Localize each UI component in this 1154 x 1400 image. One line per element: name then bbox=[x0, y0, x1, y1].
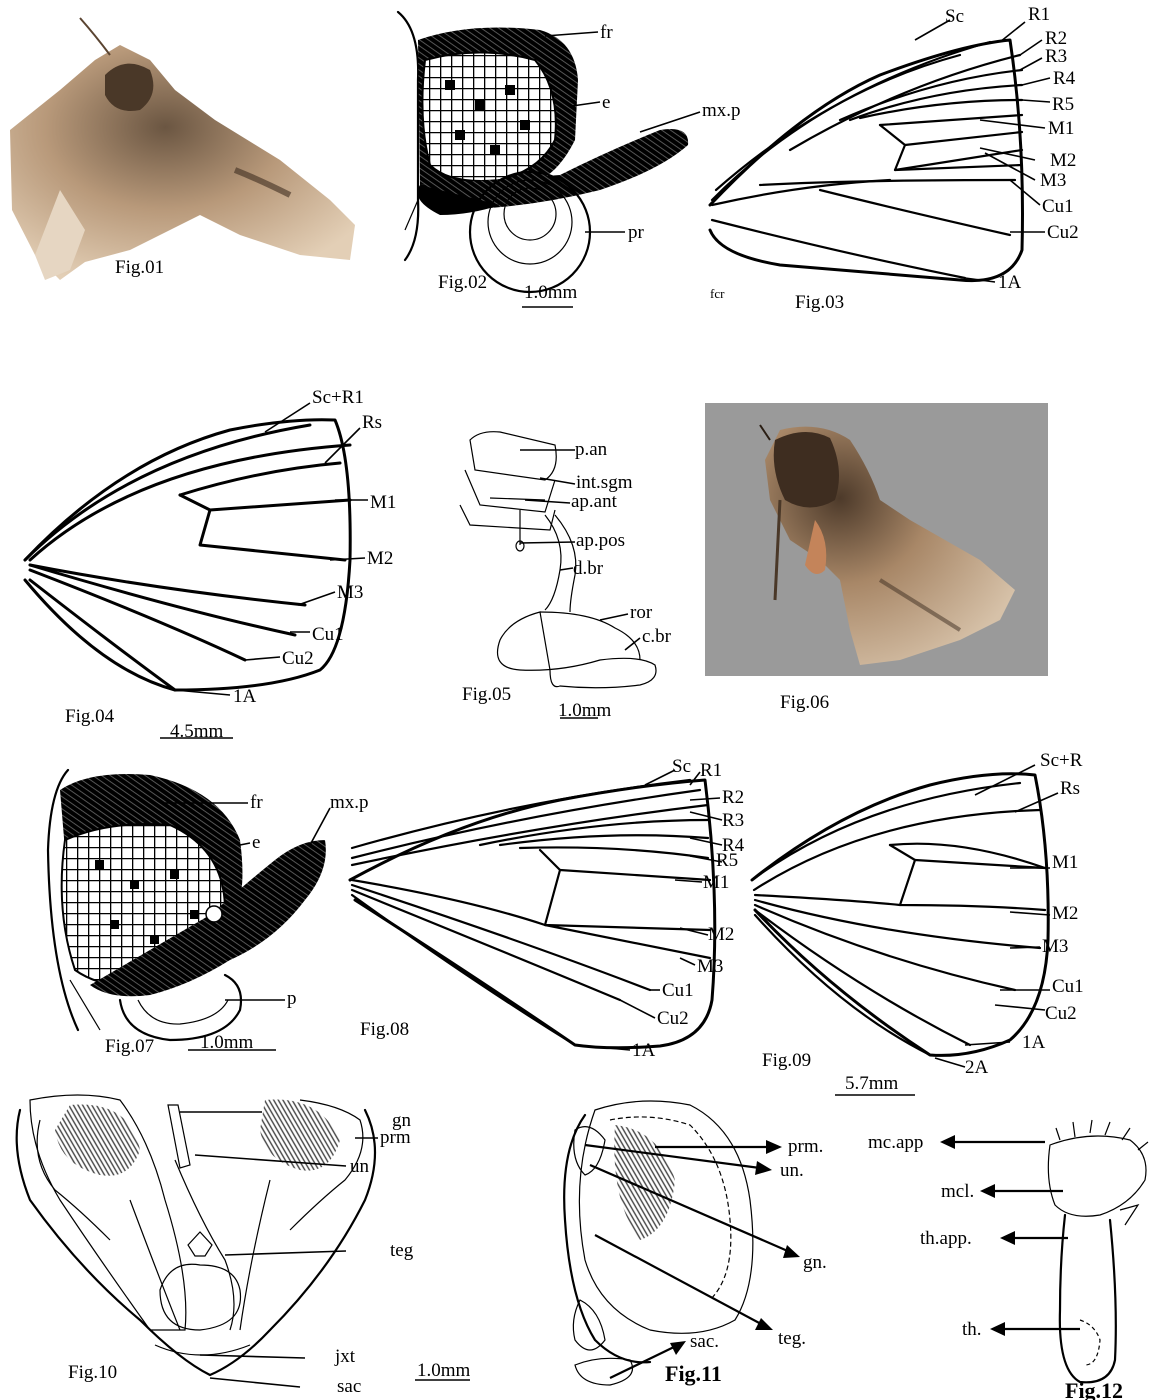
fig05-label-pan: p.an bbox=[575, 439, 608, 460]
fig10-label-prm: prm bbox=[380, 1127, 411, 1148]
fig04-label-cu1: Cu1 bbox=[312, 624, 344, 645]
fig08-label-m3: M3 bbox=[697, 956, 723, 977]
fig03-label-1a: 1A bbox=[998, 272, 1022, 293]
fig03-caption: Fig.03 bbox=[795, 292, 844, 313]
fig04-hindwing-venation bbox=[25, 403, 368, 738]
fig09-label-2a: 2A bbox=[965, 1057, 989, 1078]
fig09-label-cu2: Cu2 bbox=[1045, 1003, 1077, 1024]
fig04-label-m1: M1 bbox=[370, 492, 396, 513]
fig11-label-gn: gn. bbox=[803, 1252, 827, 1273]
fig11-label-prm: prm. bbox=[788, 1136, 823, 1157]
fig02-label-pr: pr bbox=[628, 222, 645, 243]
fig11-caption: Fig.11 bbox=[665, 1361, 722, 1386]
fig11-label-sac: sac. bbox=[690, 1331, 719, 1352]
fig03-label-m1: M1 bbox=[1048, 118, 1074, 139]
fig10-label-un: un bbox=[350, 1156, 370, 1177]
fig02-caption: Fig.02 bbox=[438, 272, 487, 293]
fig03-stray-text: fcr bbox=[710, 286, 725, 301]
fig10-label-jxt: jxt bbox=[334, 1346, 356, 1367]
fig05-label-intsgm: int.sgm bbox=[576, 472, 633, 493]
fig12-label-mcl: mcl. bbox=[941, 1181, 974, 1202]
fig03-label-r5: R5 bbox=[1052, 94, 1074, 115]
fig09-label-rs: Rs bbox=[1060, 778, 1080, 799]
fig09-label-m2: M2 bbox=[1052, 903, 1078, 924]
fig10-label-sac: sac bbox=[337, 1376, 361, 1397]
fig07-label-mxp: mx.p bbox=[330, 792, 369, 813]
fig08-label-cu1: Cu1 bbox=[662, 980, 694, 1001]
fig08-label-m1: M1 bbox=[703, 872, 729, 893]
fig08-label-r3: R3 bbox=[722, 810, 744, 831]
fig05-label-cbr: c.br bbox=[642, 626, 672, 647]
fig08-label-r2: R2 bbox=[722, 787, 744, 808]
fig06-caption: Fig.06 bbox=[780, 692, 829, 713]
fig01-caption: Fig.01 bbox=[115, 257, 164, 278]
fig03-label-cu1: Cu1 bbox=[1042, 196, 1074, 217]
fig02-scale-label: 1.0mm bbox=[524, 282, 578, 303]
fig08-label-1a: 1A bbox=[632, 1040, 656, 1061]
fig10-scale-label: 1.0mm bbox=[417, 1360, 471, 1381]
fig02-label-e: e bbox=[602, 92, 610, 113]
fig03-label-m3: M3 bbox=[1040, 170, 1066, 191]
fig08-label-sc: Sc bbox=[672, 756, 691, 777]
fig04-label-m3: M3 bbox=[337, 582, 363, 603]
fig09-label-m1: M1 bbox=[1052, 852, 1078, 873]
fig02-label-mxp: mx.p bbox=[702, 100, 741, 121]
fig04-caption: Fig.04 bbox=[65, 706, 115, 727]
fig11-label-teg: teg. bbox=[778, 1328, 806, 1349]
fig01-moth-photo bbox=[10, 18, 355, 280]
fig09-label-scr: Sc+R bbox=[1040, 750, 1083, 771]
fig04-label-cu2: Cu2 bbox=[282, 648, 314, 669]
fig09-hindwing-venation bbox=[752, 765, 1058, 1095]
fig08-label-cu2: Cu2 bbox=[657, 1008, 689, 1029]
fig03-forewing-venation bbox=[710, 20, 1050, 282]
fig12-caption: Fig.12 bbox=[1065, 1378, 1123, 1400]
fig11-label-un: un. bbox=[780, 1160, 804, 1181]
fig08-label-m2: M2 bbox=[708, 924, 734, 945]
fig06-moth-photo bbox=[705, 403, 1048, 676]
fig09-label-1a: 1A bbox=[1022, 1032, 1046, 1053]
fig03-label-r3: R3 bbox=[1045, 46, 1067, 67]
fig07-label-e: e bbox=[252, 832, 260, 853]
fig09-label-m3: M3 bbox=[1042, 936, 1068, 957]
fig08-label-r1: R1 bbox=[700, 760, 722, 781]
fig03-label-m2: M2 bbox=[1050, 150, 1076, 171]
fig05-caption: Fig.05 bbox=[462, 684, 511, 705]
fig02-head-diagram bbox=[398, 12, 700, 307]
fig03-label-r4: R4 bbox=[1053, 68, 1076, 89]
fig04-label-rs: Rs bbox=[362, 412, 382, 433]
fig07-caption: Fig.07 bbox=[105, 1036, 154, 1057]
fig11-male-genitalia-lateral bbox=[564, 1101, 800, 1385]
fig03-label-r1: R1 bbox=[1028, 4, 1050, 25]
fig07-label-p: p bbox=[287, 988, 297, 1009]
fig12-label-mcapp: mc.app bbox=[868, 1132, 923, 1153]
fig12-label-th: th. bbox=[962, 1319, 982, 1340]
fig12-aedeagus bbox=[940, 1120, 1148, 1382]
fig04-label-1a: 1A bbox=[233, 686, 257, 707]
fig05-label-ror: ror bbox=[630, 602, 653, 623]
fig08-label-r5: R5 bbox=[716, 850, 738, 871]
fig05-label-appos: ap.pos bbox=[576, 530, 625, 551]
fig04-label-scr1: Sc+R1 bbox=[312, 387, 364, 408]
fig05-scale-label: 1.0mm bbox=[558, 700, 612, 721]
fig09-caption: Fig.09 bbox=[762, 1050, 811, 1071]
fig05-label-dbr: d.br bbox=[573, 558, 604, 579]
fig02-label-fr: fr bbox=[600, 22, 613, 43]
fig09-label-cu1: Cu1 bbox=[1052, 976, 1084, 997]
fig10-label-teg: teg bbox=[390, 1240, 414, 1261]
fig09-scale-label: 5.7mm bbox=[845, 1073, 899, 1094]
fig07-scale-label: 1.0mm bbox=[200, 1032, 254, 1053]
fig07-label-fr: fr bbox=[250, 792, 263, 813]
fig08-caption: Fig.08 bbox=[360, 1019, 409, 1040]
fig03-label-cu2: Cu2 bbox=[1047, 222, 1079, 243]
fig04-label-m2: M2 bbox=[367, 548, 393, 569]
fig03-label-sc: Sc bbox=[945, 6, 964, 27]
fig10-caption: Fig.10 bbox=[68, 1362, 117, 1383]
fig04-scale-label: 4.5mm bbox=[170, 721, 224, 742]
fig05-label-apant: ap.ant bbox=[571, 491, 618, 512]
fig12-label-thapp: th.app. bbox=[920, 1228, 972, 1249]
